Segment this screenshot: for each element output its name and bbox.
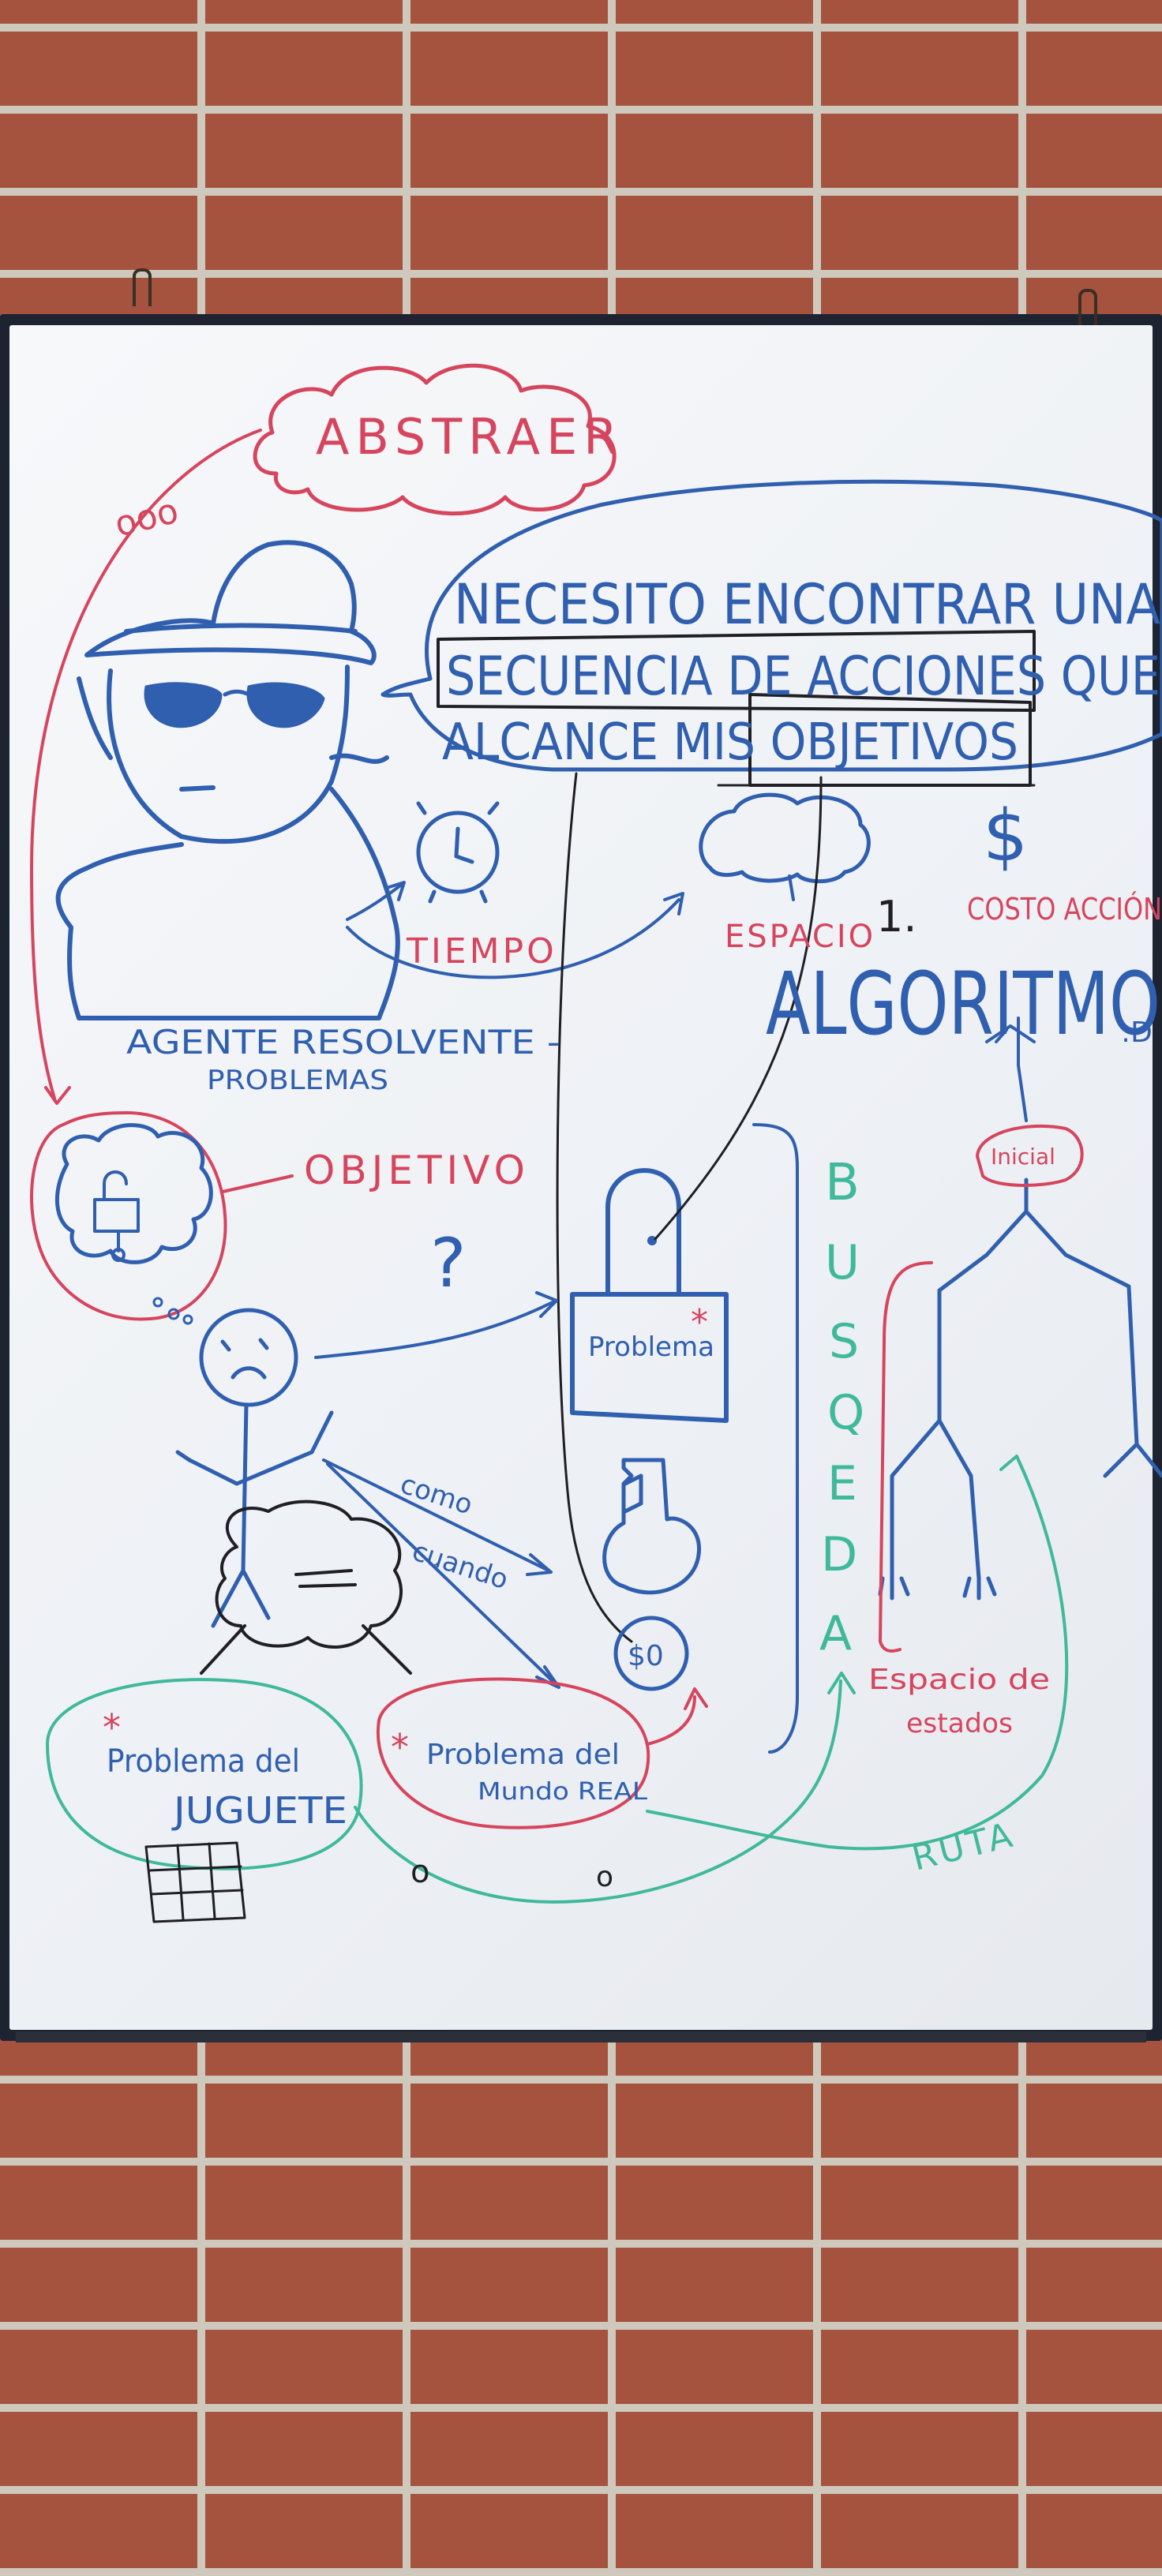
green-curve-ruta bbox=[646, 1458, 1069, 1851]
como-text: como bbox=[396, 1469, 476, 1522]
arrow-speech-to-key bbox=[556, 772, 633, 1643]
green-curve-bottom bbox=[354, 1679, 842, 1904]
arm-left bbox=[77, 676, 113, 760]
busqueda-bracket bbox=[752, 1123, 799, 1754]
abstraer-cloud bbox=[253, 363, 617, 516]
search-tree bbox=[878, 1178, 1162, 1601]
algoritmo-text: ALGORITMO bbox=[766, 953, 1160, 1054]
box-secuencia bbox=[437, 630, 1036, 712]
objetivo-cloud bbox=[54, 1123, 213, 1264]
small-o-right: o bbox=[596, 1861, 613, 1893]
busqueda-letter-q: Q bbox=[827, 1385, 864, 1440]
whiteboard-surface bbox=[9, 325, 1153, 2030]
problema-juguete-text-2: JUGUETE bbox=[171, 1789, 347, 1832]
head bbox=[107, 665, 350, 844]
abstraer-text: ABSTRAER bbox=[316, 408, 624, 466]
ooo-thought-text: ooo bbox=[111, 491, 182, 545]
lock-shackle bbox=[605, 1168, 681, 1297]
arm-right bbox=[329, 753, 389, 764]
inicial-text: Inicial bbox=[991, 1144, 1055, 1170]
hat bbox=[84, 540, 377, 665]
agente-label-1: AGENTE RESOLVENTE - bbox=[126, 1023, 560, 1061]
sad-figure bbox=[175, 1308, 334, 1628]
numero-1-text: 1. bbox=[876, 892, 917, 942]
busqueda-letter-d: D bbox=[821, 1527, 857, 1582]
problema-asterisk: * bbox=[691, 1302, 708, 1342]
lock-body bbox=[570, 1292, 729, 1423]
thought-curve-left bbox=[30, 429, 262, 1103]
espacio-cloud bbox=[699, 792, 871, 884]
speech-bubble bbox=[380, 479, 1162, 772]
inicial-node bbox=[976, 1125, 1084, 1187]
body bbox=[55, 787, 400, 1020]
busqueda-letter-u: U bbox=[825, 1235, 860, 1290]
juguete-asterisk: * bbox=[103, 1706, 121, 1749]
objetivo-text: OBJETIVO bbox=[304, 1148, 530, 1193]
juguete-ellipse bbox=[46, 1678, 363, 1870]
figure-bag bbox=[215, 1500, 403, 1649]
whiteboard-tray bbox=[16, 2031, 1146, 2042]
question-mark: ? bbox=[430, 1224, 467, 1303]
agent-figure bbox=[55, 540, 400, 1020]
grid-icon bbox=[144, 1841, 246, 1923]
wall-hook-left bbox=[133, 268, 152, 306]
arrow-objetivos-to-lock bbox=[654, 776, 823, 1241]
tiempo-text: TIEMPO bbox=[406, 931, 557, 972]
ruta-text: RUTA bbox=[908, 1814, 1019, 1879]
busqueda-letter-e: E bbox=[827, 1456, 857, 1511]
problema-mundo-text-1: Problema del bbox=[426, 1739, 620, 1771]
speech-line-3: ALCANCE MIS OBJETIVOS bbox=[442, 713, 1018, 772]
speech-line-2: SECUENCIA DE ACCIONES QUE bbox=[446, 646, 1160, 708]
objetivo-circle bbox=[30, 1111, 227, 1321]
mundo-real-asterisk: * bbox=[391, 1726, 409, 1769]
dollar-icon: $ bbox=[983, 795, 1028, 878]
padlock-small-icon bbox=[93, 1170, 140, 1262]
clock-icon bbox=[416, 801, 500, 904]
busqueda-letter-b: B bbox=[825, 1154, 860, 1212]
small-o-left: o bbox=[410, 1854, 429, 1890]
problema-label-text: Problema bbox=[588, 1331, 714, 1363]
agente-label-2: PROBLEMAS bbox=[207, 1065, 388, 1096]
espacio-estados-bracket bbox=[879, 1261, 933, 1653]
busqueda-letter-s: S bbox=[829, 1314, 859, 1369]
key-money-text: $0 bbox=[628, 1640, 664, 1672]
espacio-text: ESPACIO bbox=[725, 919, 875, 955]
espacio-estados-text-1: Espacio de bbox=[868, 1664, 1050, 1696]
mundo-real-ellipse bbox=[376, 1677, 650, 1829]
sunglasses bbox=[144, 682, 325, 728]
wall-hook-right bbox=[1078, 289, 1097, 327]
costo-accion-text: COSTO ACCIÓN bbox=[967, 892, 1162, 927]
speech-line-1: NECESITO ENCONTRAR UNA bbox=[454, 572, 1160, 637]
smiley-text: :D bbox=[1121, 1017, 1153, 1049]
problema-juguete-text-1: Problema del bbox=[107, 1743, 300, 1780]
busqueda-letter-a: A bbox=[819, 1606, 852, 1661]
key-icon bbox=[602, 1458, 701, 1691]
espacio-estados-text-2: estados bbox=[906, 1708, 1013, 1739]
problema-mundo-text-2: Mundo REAL bbox=[478, 1778, 647, 1806]
